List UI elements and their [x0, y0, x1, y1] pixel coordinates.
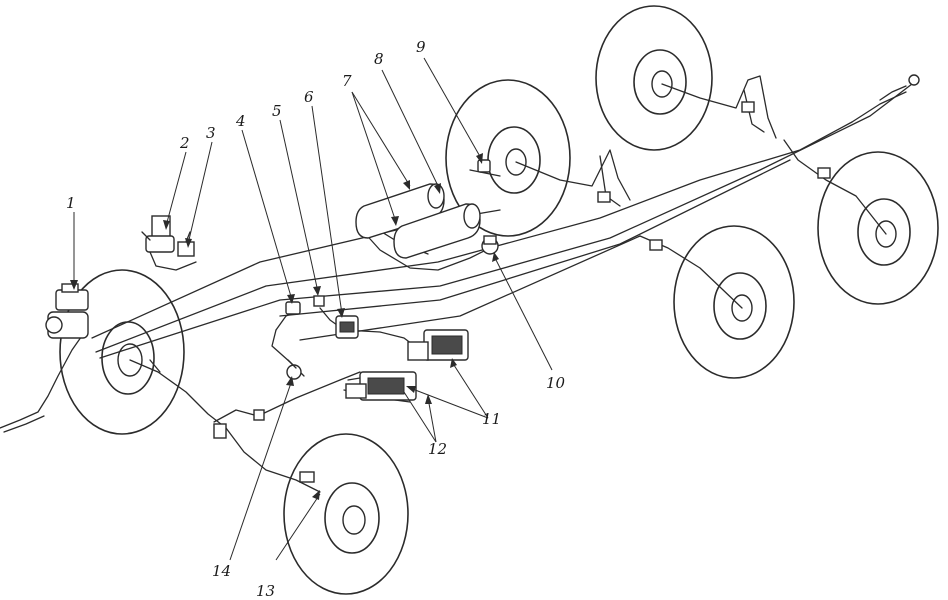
callout-10: 10 [546, 374, 566, 392]
parking-brake-valve [481, 235, 499, 255]
wheel-middle-right [817, 151, 939, 305]
compressor [45, 283, 89, 339]
pipelines [0, 75, 913, 493]
air-reservoirs [355, 183, 481, 259]
callout-4: 4 [235, 112, 246, 130]
wheel-front-right [595, 5, 713, 151]
brake-valve [335, 315, 359, 339]
pressure-switch [286, 359, 302, 380]
callout-14: 14 [212, 562, 231, 580]
callout-6: 6 [304, 88, 314, 106]
rear-brake-chambers [345, 371, 417, 401]
callout-8: 8 [374, 50, 384, 68]
leader-arrows [70, 153, 499, 500]
safety-valve [177, 231, 195, 257]
callout-12: 12 [428, 440, 447, 458]
wheel-rear-right [673, 225, 795, 379]
callout-11: 11 [482, 410, 501, 428]
callout-3: 3 [206, 124, 216, 142]
callout-9: 9 [416, 38, 426, 56]
wheel-rear-left [283, 433, 409, 595]
callout-13: 13 [256, 582, 275, 600]
pressure-regulator [141, 215, 197, 271]
towing-coupling [879, 74, 920, 101]
callout-2: 2 [179, 134, 190, 152]
acceleration-valves [407, 329, 469, 361]
callout-7: 7 [342, 72, 352, 90]
condensate-valve [477, 159, 491, 173]
callout-labels: 1 2 3 4 5 6 7 8 9 10 11 12 13 14 [66, 38, 566, 600]
protective-valve [285, 301, 301, 315]
wheel-brake-chambers [149, 101, 831, 483]
drain-valve [313, 295, 325, 307]
leader-lines [73, 57, 553, 561]
callout-1: 1 [66, 194, 76, 212]
callout-5: 5 [272, 102, 282, 120]
